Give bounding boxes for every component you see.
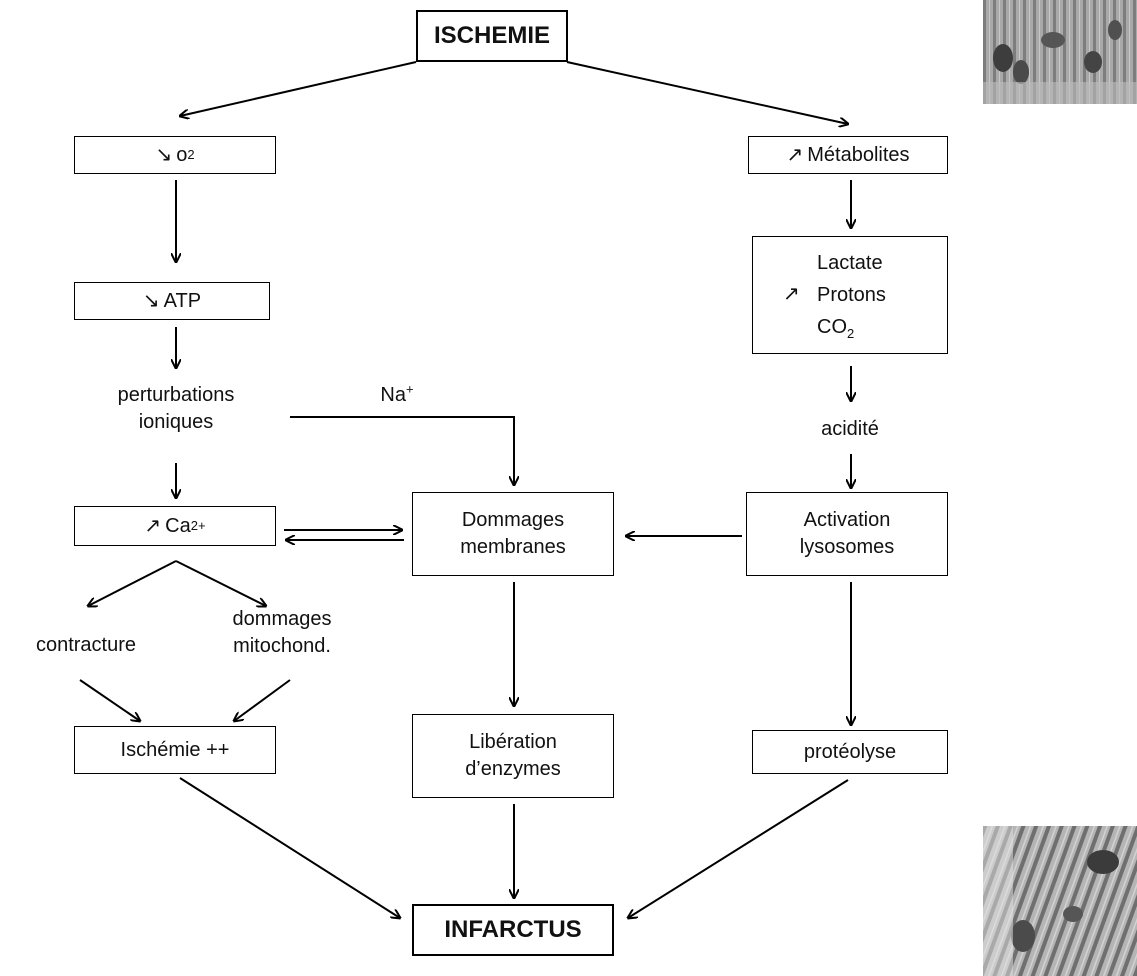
node-atp-label: ATP — [163, 289, 202, 312]
node-lactate-line3: CO — [817, 316, 847, 338]
node-metabolites: ↗ Métabolites — [748, 136, 948, 174]
micrograph-image-bottom — [983, 826, 1137, 976]
node-perturbations: perturbations ioniques — [66, 382, 286, 436]
arrow-down-icon: ↘ — [155, 143, 173, 166]
arrow-ischemie-to-o2 — [180, 61, 417, 116]
node-perturbations-line2: ioniques — [138, 411, 214, 433]
node-metabolites-label: Métabolites — [807, 143, 910, 166]
node-infarctus: INFARCTUS — [412, 904, 614, 956]
node-na-superscript: + — [405, 381, 414, 397]
arrow-ischemie-to-metabolites — [566, 61, 848, 124]
arrow-down-icon: ↘ — [142, 289, 160, 312]
node-lactate-subscript: 2 — [847, 326, 855, 341]
arrow-up-icon: ↗ — [783, 283, 800, 305]
node-activation-line1: Activation — [803, 509, 891, 531]
arrow-ca-to-mito — [175, 560, 266, 606]
node-dommages: Dommages membranes — [412, 492, 614, 576]
node-mito-line1: dommages — [232, 608, 332, 630]
node-lactate-line1: Lactate — [817, 252, 883, 274]
node-dommages-line1: Dommages — [461, 509, 565, 531]
node-na-label: Na — [380, 384, 406, 406]
node-activation-line2: lysosomes — [799, 536, 895, 558]
node-contracture-label: contracture — [35, 634, 137, 656]
node-infarctus-label: INFARCTUS — [444, 915, 582, 943]
node-na: Na+ — [362, 382, 432, 409]
node-mito-line2: mitochond. — [233, 635, 331, 657]
arrow-ca-to-contracture — [88, 560, 177, 606]
node-ischemie-pp: Ischémie ++ — [74, 726, 276, 774]
arrow-up-icon: ↗ — [144, 514, 162, 537]
arrow-ischemie-pp-to-infarctus — [179, 777, 400, 918]
node-proteolyse-label: protéolyse — [803, 740, 897, 763]
arrow-proteolyse-to-infarctus — [628, 779, 849, 918]
node-o2-label: o — [176, 143, 188, 166]
node-lactate-line2: Protons — [817, 284, 886, 306]
node-liberation: Libération d’enzymes — [412, 714, 614, 798]
node-acidite: acidité — [780, 416, 920, 443]
node-contracture: contracture — [6, 632, 166, 659]
node-acidite-label: acidité — [821, 418, 879, 440]
node-lactate: ↗ Lactate Protons CO2 — [752, 236, 948, 354]
node-proteolyse: protéolyse — [752, 730, 948, 774]
node-ca-label: Ca — [165, 514, 191, 537]
node-liberation-line1: Libération — [469, 731, 557, 753]
node-dommages-line2: membranes — [460, 536, 566, 558]
node-atp: ↘ ATP — [74, 282, 270, 320]
node-perturbations-line1: perturbations — [117, 384, 235, 406]
node-ischemie-pp-label: Ischémie ++ — [120, 738, 230, 761]
node-liberation-line2: d’enzymes — [465, 758, 561, 780]
node-mito: dommages mitochond. — [198, 606, 366, 660]
arrow-na-to-dommages — [290, 416, 514, 485]
node-activation: Activation lysosomes — [746, 492, 948, 576]
arrow-up-icon: ↗ — [786, 143, 804, 166]
micrograph-image-top — [983, 0, 1137, 104]
node-ischemie-label: ISCHEMIE — [433, 21, 550, 49]
arrow-contracture-to-ischemie-pp — [79, 679, 140, 721]
node-ischemie: ISCHEMIE — [416, 10, 568, 62]
arrow-mito-to-ischemie-pp — [234, 679, 291, 721]
